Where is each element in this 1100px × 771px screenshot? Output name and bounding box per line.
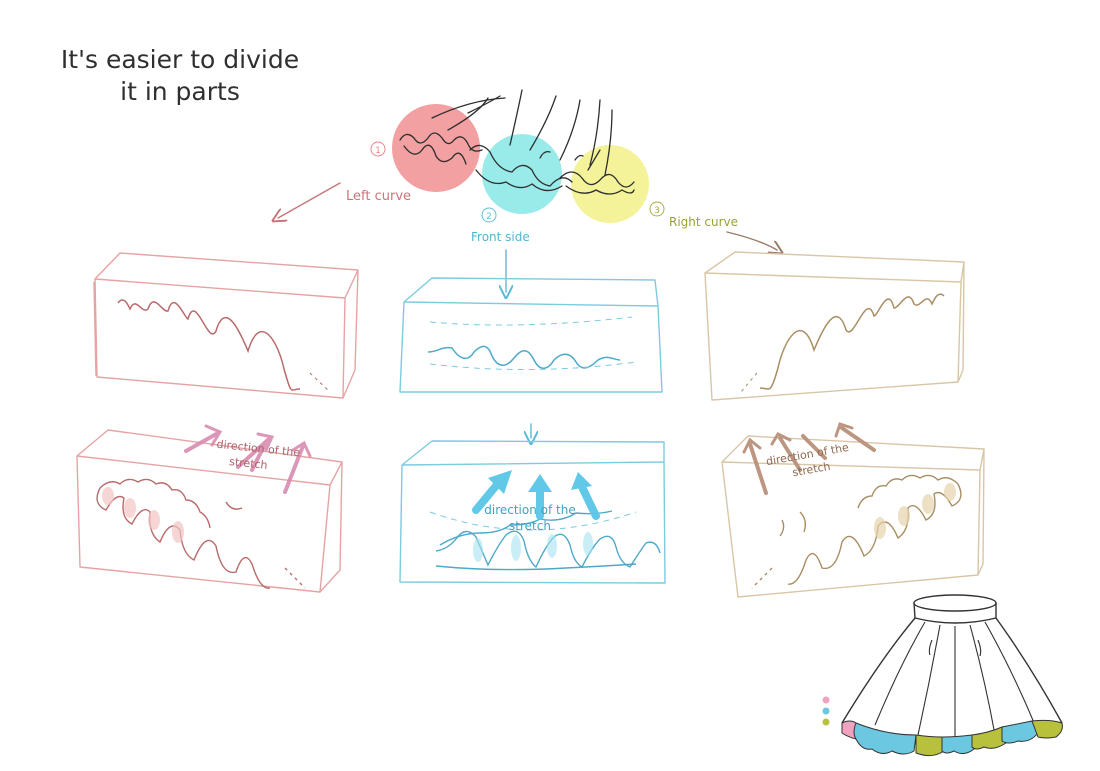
fabric-edge-front (427, 345, 621, 369)
hem-blue-right (1001, 720, 1039, 744)
legend-dots (822, 696, 830, 726)
box-right-curve-top (704, 251, 965, 401)
ruffles-left-fill (102, 487, 184, 543)
stretch-arrows-left (184, 424, 312, 494)
pointer-arrows (278, 182, 777, 438)
circle-right-curve (571, 145, 649, 223)
label-front-side: Front side (471, 230, 530, 244)
label-right-curve: Right curve (669, 215, 738, 229)
title-line-1: It's easier to divide (60, 45, 300, 74)
fabric-edge-right (759, 293, 945, 390)
stretch-arrows-front (472, 470, 600, 520)
part-markers: 1 2 3 (370, 141, 665, 223)
ruffles-front-fill (473, 532, 593, 562)
arrow-right-curve (726, 231, 777, 250)
hem-green-right (971, 726, 1007, 750)
hem-green-edge (1031, 719, 1063, 739)
legend-dot-blue (822, 707, 830, 715)
circle-front-side (482, 134, 562, 214)
ruffle-overview (392, 89, 649, 223)
stretch-arrows-right (742, 422, 876, 495)
box-left-curve-top (93, 252, 359, 399)
stretch-label-front-1: direction of the (484, 503, 575, 517)
skirt-illustration (841, 594, 1063, 757)
fabric-edge-left (117, 299, 301, 391)
ruffles-left (96, 478, 306, 589)
hem-blue-left (853, 722, 917, 755)
label-left-curve: Left curve (346, 189, 411, 204)
page-title: It's easier to divide it in parts (40, 44, 320, 108)
box-right-curve-bottom (721, 435, 985, 598)
marker-number-1: 1 (375, 146, 381, 156)
circle-left-curve (392, 104, 480, 192)
hem-green-left (915, 734, 945, 757)
ruffles-right (751, 474, 962, 589)
box-front-top (399, 277, 663, 393)
hem-blue-mid (941, 734, 975, 755)
arrow-left-curve (278, 182, 341, 218)
title-line-2: it in parts (120, 77, 240, 106)
legend-dot-green (822, 718, 830, 726)
ruffles-right-fill (874, 483, 956, 539)
legend-dot-pink (822, 696, 830, 704)
stretch-label-front-2: stretch (509, 519, 551, 533)
marker-number-3: 3 (654, 206, 660, 216)
marker-number-2: 2 (486, 212, 492, 222)
stretch-label-left-2: stretch (229, 455, 269, 472)
box-front-bottom (399, 440, 666, 584)
box-left-curve-bottom (76, 429, 343, 593)
